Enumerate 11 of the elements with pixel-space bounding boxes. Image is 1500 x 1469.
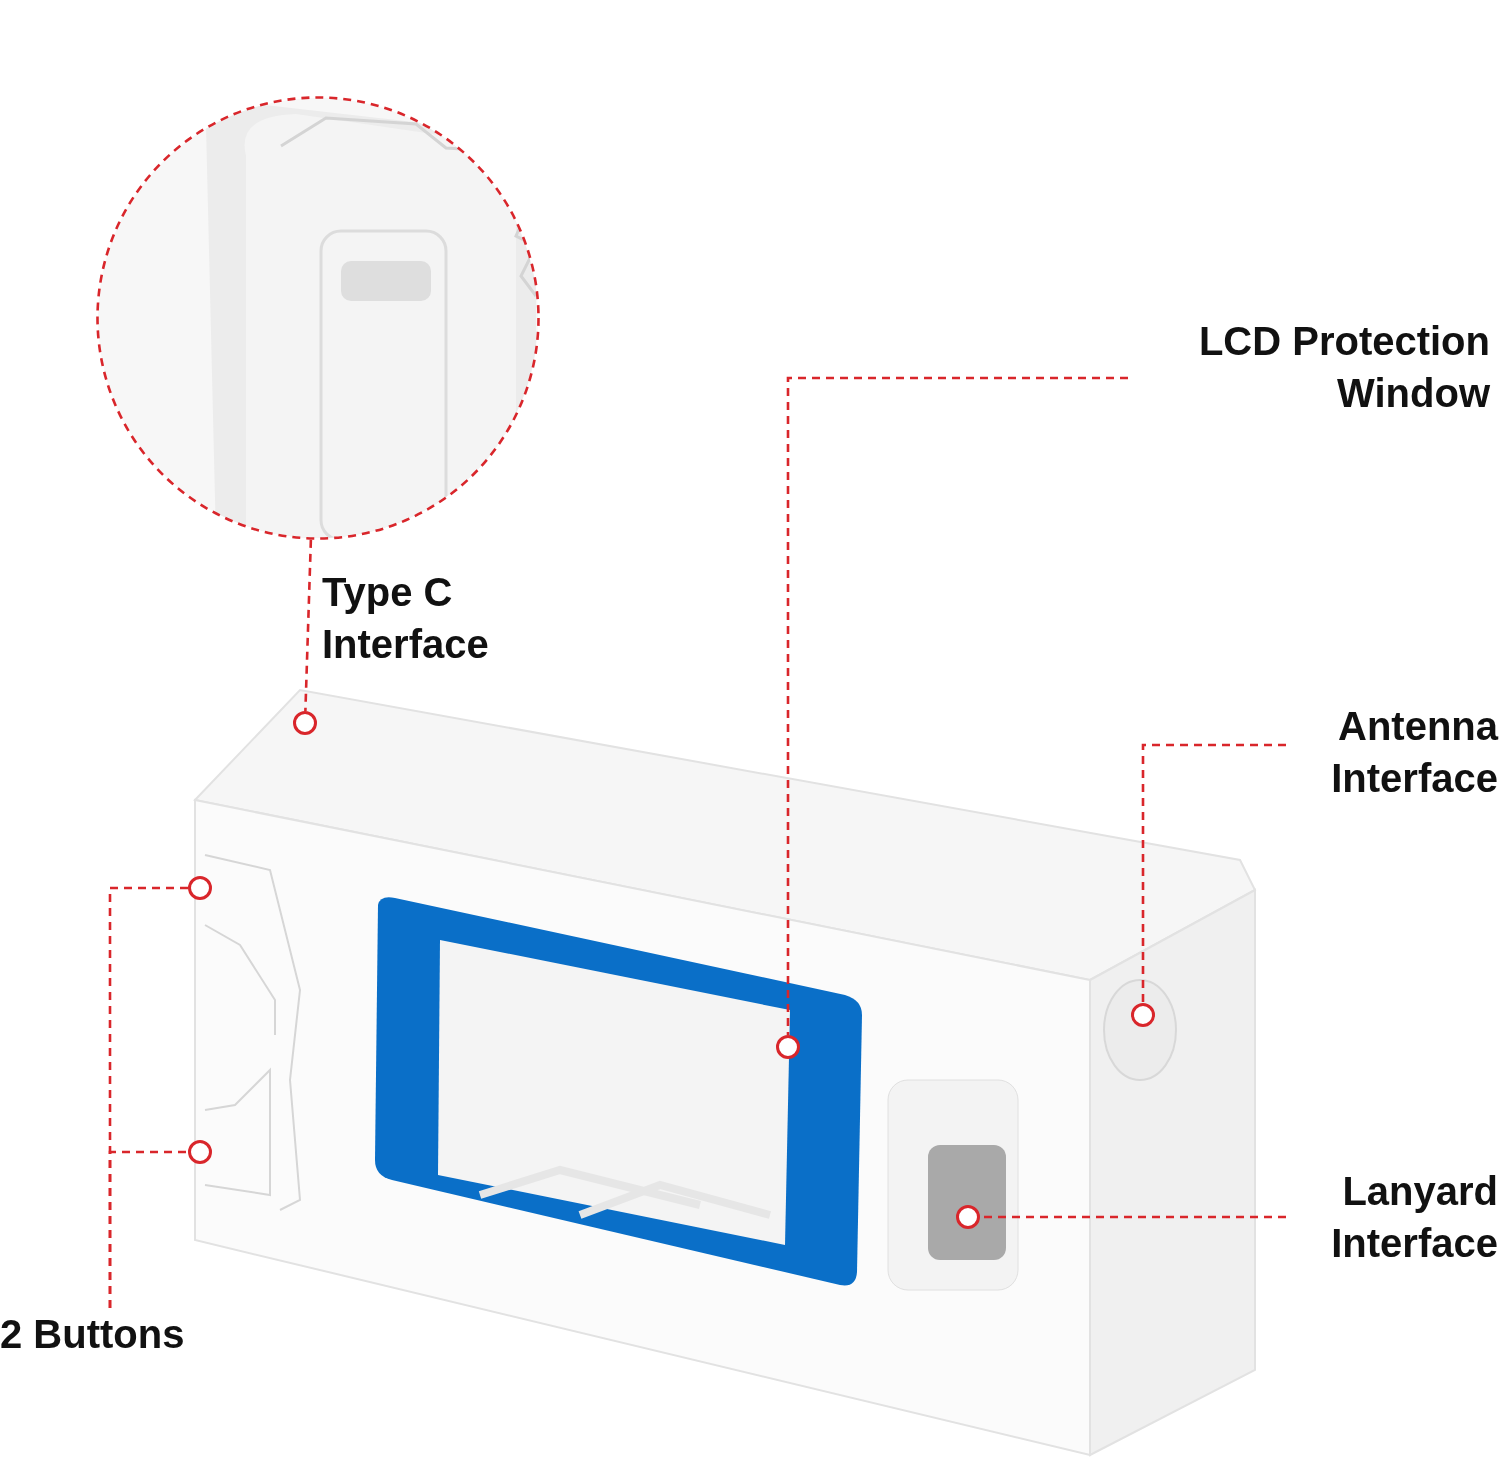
marker-dot <box>188 876 212 900</box>
callout-label: Antenna Interface <box>1286 700 1498 804</box>
leader-line <box>304 539 313 712</box>
leader-line <box>1141 743 1286 1003</box>
leader-line <box>108 1150 188 1308</box>
callout-label: LCD Protection Window <box>1128 315 1490 419</box>
callout-label: 2 Buttons <box>0 1308 232 1364</box>
callout-label: Lanyard Interface <box>1286 1165 1498 1269</box>
marker-dot <box>188 1140 212 1164</box>
leader-line <box>786 376 1128 1035</box>
callout-label: Type C Interface <box>322 569 490 668</box>
